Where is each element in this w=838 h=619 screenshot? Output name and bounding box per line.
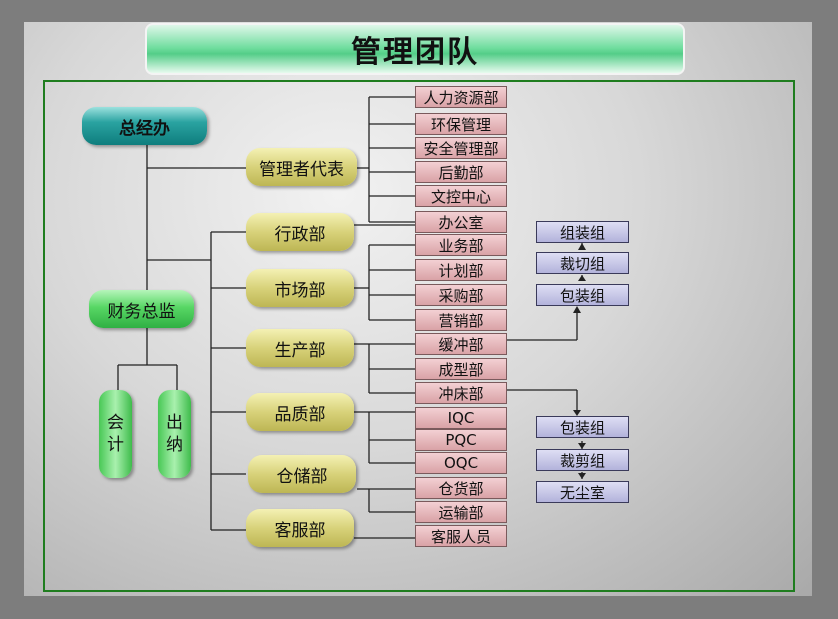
unit-box: 办公室	[415, 211, 507, 233]
unit-box: IQC	[415, 407, 507, 429]
unit-box: 环保管理	[415, 113, 507, 135]
group-box-upper: 裁切组	[536, 252, 629, 274]
unit-box: 客服人员	[415, 525, 507, 547]
group-box-lower: 包装组	[536, 416, 629, 438]
cfo-node: 财务总监	[89, 290, 194, 328]
unit-box: 采购部	[415, 284, 507, 306]
unit-box: 安全管理部	[415, 137, 507, 159]
unit-box: PQC	[415, 429, 507, 451]
accounting-node: 会 计	[99, 390, 132, 478]
unit-box: 人力资源部	[415, 86, 507, 108]
unit-box: 计划部	[415, 259, 507, 281]
unit-box: 文控中心	[415, 185, 507, 207]
unit-box: 运输部	[415, 501, 507, 523]
cashier-node: 出 纳	[158, 390, 191, 478]
group-box-upper: 组装组	[536, 221, 629, 243]
unit-box: 营销部	[415, 309, 507, 331]
dept-market: 市场部	[246, 269, 354, 307]
dept-warehouse: 仓储部	[248, 455, 356, 493]
dept-production: 生产部	[246, 329, 354, 367]
page-title: 管理团队	[145, 23, 685, 75]
unit-box: 后勤部	[415, 161, 507, 183]
cashier-char: 出	[166, 413, 183, 433]
unit-box: OQC	[415, 452, 507, 474]
general-office-node: 总经办	[82, 107, 207, 145]
unit-box: 冲床部	[415, 382, 507, 404]
cashier-char: 纳	[166, 435, 183, 455]
unit-box: 业务部	[415, 234, 507, 256]
chart-frame	[43, 80, 795, 592]
dept-quality: 品质部	[246, 393, 354, 431]
unit-box: 缓冲部	[415, 333, 507, 355]
management-rep-node: 管理者代表	[246, 148, 357, 186]
unit-box: 成型部	[415, 358, 507, 380]
accounting-char: 会	[107, 413, 124, 433]
group-box-lower: 裁剪组	[536, 449, 629, 471]
dept-admin: 行政部	[246, 213, 354, 251]
unit-box: 仓货部	[415, 477, 507, 499]
dept-customer-service: 客服部	[246, 509, 354, 547]
group-box-lower: 无尘室	[536, 481, 629, 503]
accounting-char: 计	[107, 435, 124, 455]
group-box-upper: 包装组	[536, 284, 629, 306]
